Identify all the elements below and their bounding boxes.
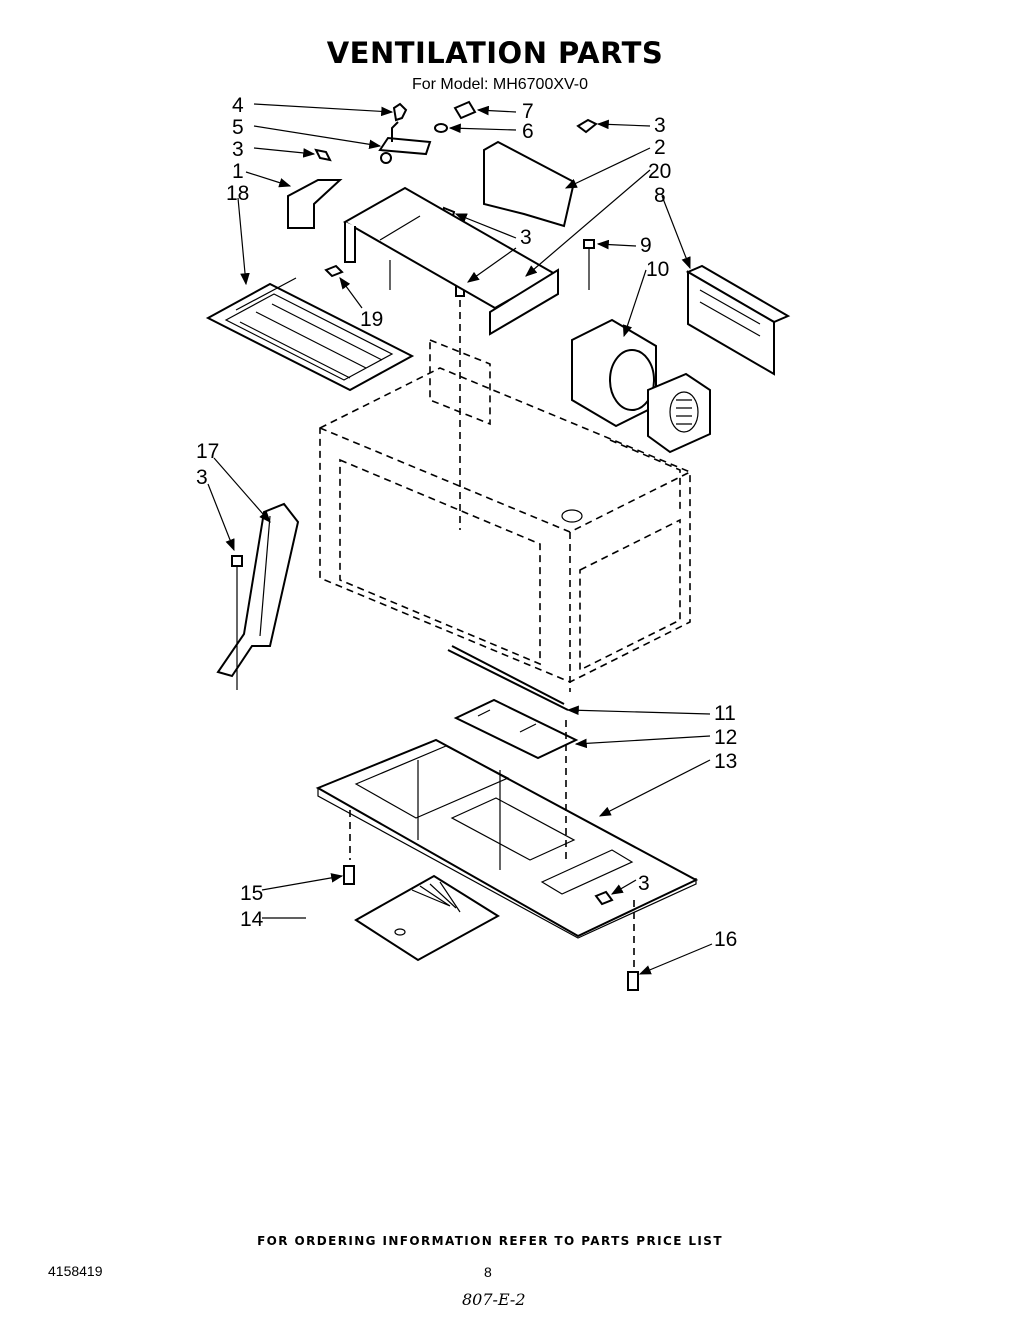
part-14-grease-filter <box>354 874 500 962</box>
part-9-screw <box>583 239 595 290</box>
callout-7: 7 <box>522 100 534 123</box>
ordering-note: FOR ORDERING INFORMATION REFER TO PARTS … <box>257 1234 723 1248</box>
part-15-screw <box>343 865 355 885</box>
callout-11: 11 <box>714 702 736 725</box>
part-7-lamp-socket <box>453 100 477 120</box>
part-8-panel <box>685 264 791 376</box>
part-12-glass <box>453 698 579 760</box>
part-20-duct-housing <box>342 186 559 336</box>
callout-16: 16 <box>714 928 737 951</box>
part-16-screw <box>627 971 639 991</box>
main-cabinet-outline <box>319 338 691 692</box>
leader-lines <box>207 103 713 975</box>
page-number: 8 <box>484 1264 492 1280</box>
callout-6: 6 <box>522 120 534 143</box>
part-3-screw-side <box>231 555 243 690</box>
part-19-screw <box>324 264 344 278</box>
part-6-bulb <box>434 123 448 133</box>
callout-4: 4 <box>232 94 244 117</box>
part-3-screw-bottom <box>594 890 614 906</box>
part-1-damper <box>287 179 343 229</box>
document-number: 4158419 <box>48 1263 103 1279</box>
part-4-clip <box>392 102 408 122</box>
callout-17: 17 <box>196 440 219 463</box>
part-11-bar <box>447 645 569 711</box>
callout-labels: 4 5 3 1 18 7 6 3 2 20 8 3 19 9 10 17 3 1… <box>196 94 737 951</box>
part-10-blower-motor <box>571 318 711 454</box>
callout-8: 8 <box>654 184 666 207</box>
model-subtitle: For Model: MH6700XV-0 <box>411 76 589 93</box>
callout-1: 1 <box>232 160 244 183</box>
callout-5: 5 <box>232 116 244 139</box>
callout-18: 18 <box>226 182 249 205</box>
page-title: VENTILATION PARTS <box>326 36 664 70</box>
part-3-screw-top-right <box>576 118 598 134</box>
callout-14: 14 <box>240 908 264 931</box>
callout-13: 13 <box>714 750 737 773</box>
part-13-bottom-plate <box>315 738 699 939</box>
callout-19: 19 <box>360 308 383 331</box>
callout-3: 3 <box>638 872 650 895</box>
callout-3: 3 <box>654 114 666 137</box>
part-2-damper-plate <box>483 140 576 228</box>
callout-12: 12 <box>714 726 737 749</box>
part-17-side-vent <box>216 502 300 678</box>
callout-20: 20 <box>648 160 671 183</box>
callout-3: 3 <box>232 138 244 161</box>
alignment-lines <box>349 300 635 968</box>
callout-3: 3 <box>520 226 532 249</box>
callout-10: 10 <box>646 258 669 281</box>
callout-3: 3 <box>196 466 208 489</box>
part-5-bracket <box>378 121 432 164</box>
handwritten-note: 807-E-2 <box>462 1290 526 1309</box>
part-3-screw-left <box>314 148 332 162</box>
part-18-grille-filter <box>205 277 415 392</box>
callout-9: 9 <box>640 234 652 257</box>
callout-15: 15 <box>240 882 263 905</box>
callout-2: 2 <box>654 136 666 159</box>
